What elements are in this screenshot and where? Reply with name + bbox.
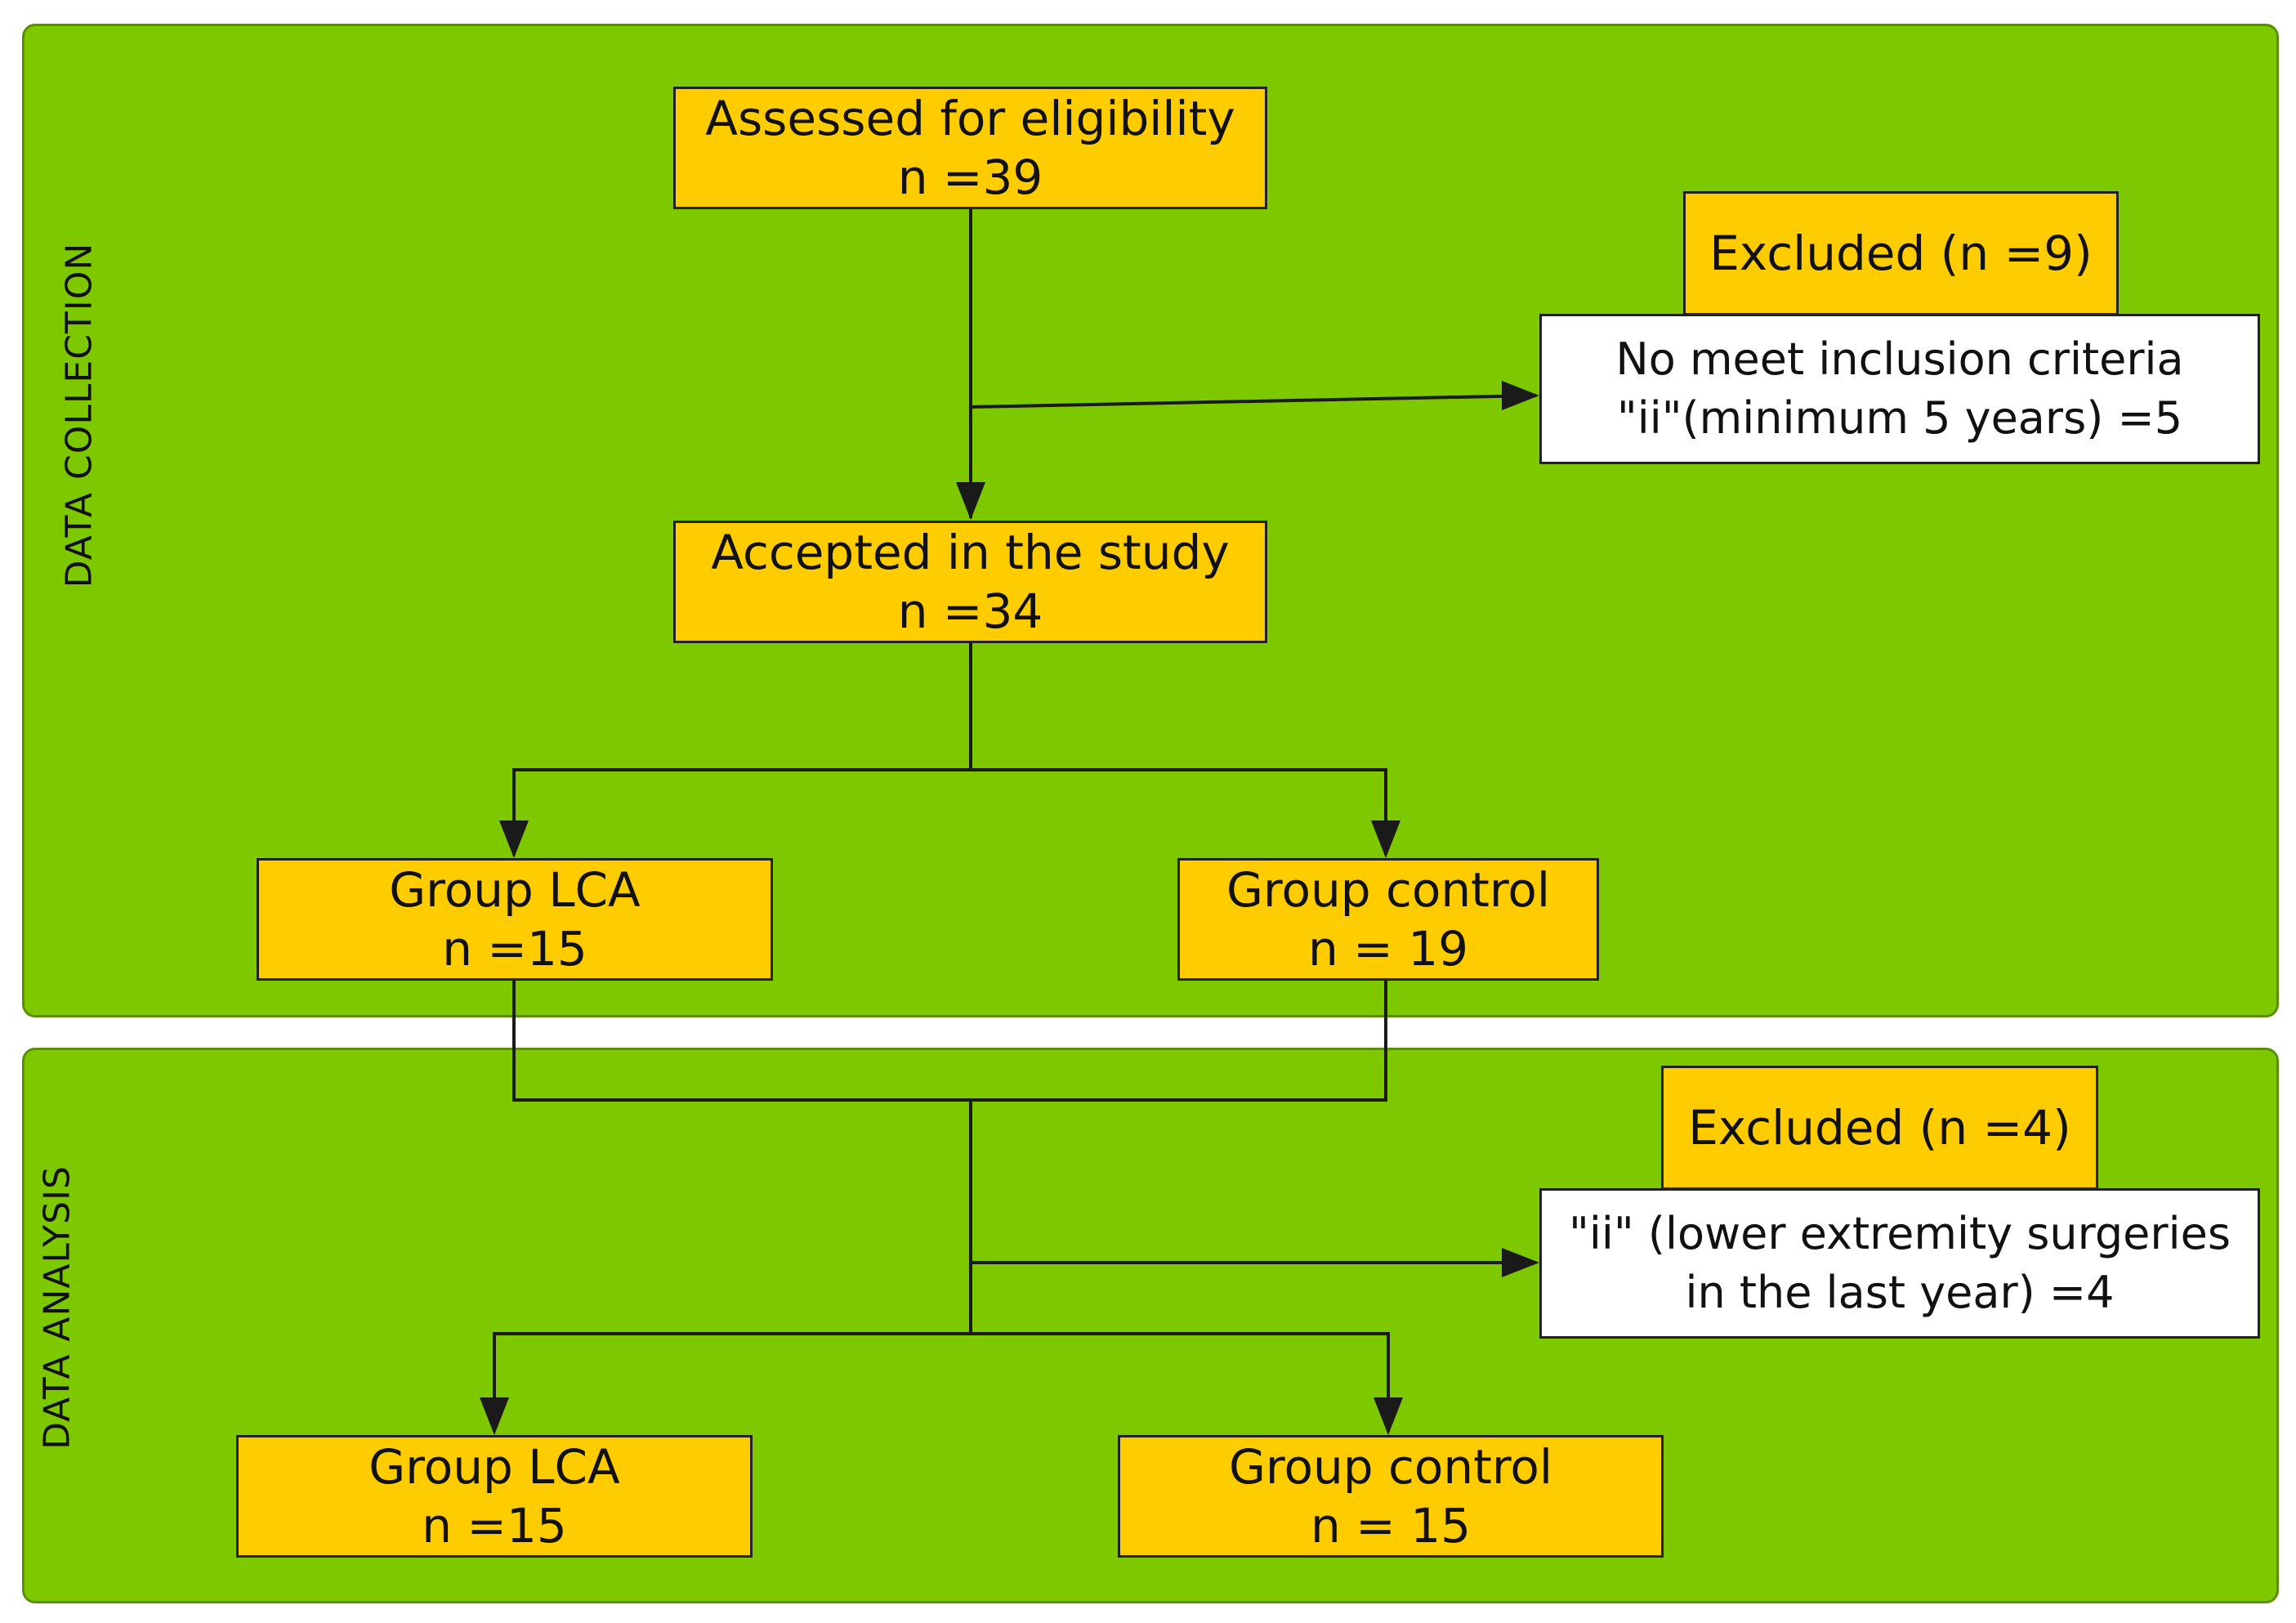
excluded-box-analysis: Excluded (n =4)	[1661, 1066, 2098, 1190]
accepted-title: Accepted in the study	[711, 525, 1230, 580]
connector-line	[512, 1098, 1387, 1102]
excluded-detail-collection: No meet inclusion criteria "ii"(minimum …	[1539, 314, 2260, 464]
group-lca-box-collection: Group LCA n =15	[257, 858, 773, 981]
excluded-reason-line2: in the last year) =4	[1685, 1267, 2115, 1318]
excluded-title: Excluded (n =4)	[1688, 1100, 2071, 1156]
data-analysis-label: DATA ANALYSIS	[36, 1165, 78, 1450]
group-control-title: Group control	[1228, 1439, 1553, 1495]
excluded-title: Excluded (n =9)	[1709, 226, 2093, 281]
connector-line	[969, 643, 972, 770]
group-lca-count: n =15	[442, 921, 587, 977]
assessed-count: n =39	[897, 150, 1043, 205]
connector-line	[969, 209, 972, 471]
assessed-box: Assessed for eligibility n =39	[673, 87, 1267, 209]
group-lca-count: n =15	[422, 1498, 567, 1554]
group-control-count: n = 15	[1310, 1498, 1472, 1554]
group-lca-title: Group LCA	[389, 862, 641, 918]
connector-line	[512, 981, 516, 1100]
group-lca-box-analysis: Group LCA n =15	[236, 1435, 753, 1558]
accepted-count: n =34	[897, 583, 1043, 639]
accepted-box: Accepted in the study n =34	[673, 521, 1267, 643]
group-control-title: Group control	[1226, 862, 1551, 918]
connector-line	[969, 1100, 972, 1335]
excluded-detail-analysis: "ii" (lower extremity surgeries in the l…	[1539, 1188, 2260, 1339]
data-collection-label: DATA COLLECTION	[58, 242, 101, 588]
excluded-reason-line1: "ii" (lower extremity surgeries	[1569, 1208, 2231, 1259]
assessed-title: Assessed for eligibility	[705, 91, 1235, 146]
connector-line	[1384, 981, 1387, 1100]
connector-line	[512, 768, 1387, 771]
group-control-box-analysis: Group control n = 15	[1118, 1435, 1664, 1558]
group-control-count: n = 19	[1307, 921, 1469, 977]
connector-line	[493, 1332, 1390, 1335]
excluded-reason-line2: "ii"(minimum 5 years) =5	[1616, 392, 2183, 444]
excluded-box-collection: Excluded (n =9)	[1683, 191, 2119, 315]
group-control-box-collection: Group control n = 19	[1177, 858, 1599, 981]
excluded-reason-line1: No meet inclusion criteria	[1615, 333, 2184, 385]
group-lca-title: Group LCA	[369, 1439, 620, 1495]
